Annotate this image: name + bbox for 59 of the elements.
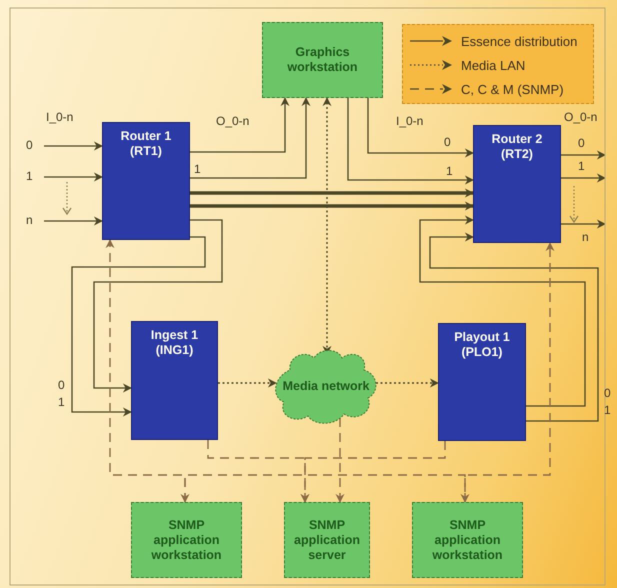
workstation-box xyxy=(262,22,383,98)
node-label: SNMP application workstation xyxy=(150,518,223,562)
connector-arrow xyxy=(190,202,474,210)
connector-arrow xyxy=(300,441,446,503)
node-label: Graphics workstation xyxy=(286,45,359,75)
port-label: 1 xyxy=(446,164,453,178)
connector-arrow xyxy=(44,216,103,226)
workstation-box xyxy=(131,502,242,578)
port-label: I_0-n xyxy=(46,110,74,124)
device-box xyxy=(438,323,526,441)
connector-arrow xyxy=(347,98,474,184)
connector-arrow xyxy=(93,219,223,392)
port-label: 1 xyxy=(26,169,33,183)
legend-text: C, C & M (SNMP) xyxy=(461,82,564,96)
connector-arrow xyxy=(44,142,103,150)
device-box xyxy=(131,321,218,440)
legend-text: Media LAN xyxy=(461,58,526,72)
port-label: I_0-n xyxy=(396,114,424,128)
workstation-box xyxy=(284,502,370,578)
legend-text: Essence distribution xyxy=(461,34,578,48)
port-label: 1 xyxy=(604,403,611,417)
port-label: O_0-n xyxy=(216,114,250,128)
node-label: Router 1 (RT1) xyxy=(120,129,172,159)
connector-arrow xyxy=(336,418,344,503)
port-label: O_0-n xyxy=(564,110,598,124)
port-label: 1 xyxy=(194,162,201,176)
port-label: 0 xyxy=(604,386,611,400)
connector-arrow xyxy=(106,239,190,503)
connector-arrow xyxy=(561,174,606,182)
port-label: 0 xyxy=(444,135,451,149)
workstation-box xyxy=(412,502,523,578)
connector-arrow xyxy=(44,172,103,182)
port-label: n xyxy=(26,213,33,227)
connector-arrow xyxy=(376,378,439,388)
device-box xyxy=(102,122,190,240)
node-label: SNMP application workstation xyxy=(431,518,504,562)
node-label: SNMP application server xyxy=(293,518,361,562)
port-label: 0 xyxy=(26,138,33,152)
connector-arrow xyxy=(190,188,474,198)
node-label: Ingest 1 (ING1) xyxy=(150,328,200,358)
connector-arrow xyxy=(218,378,277,388)
port-label: n xyxy=(582,230,589,244)
connector-arrow xyxy=(429,232,599,422)
port-label: 0 xyxy=(578,136,585,150)
port-label: 1 xyxy=(58,395,65,409)
connector-arrow xyxy=(561,150,606,160)
connector-arrow xyxy=(367,98,474,158)
connector-arrow xyxy=(561,220,606,228)
port-label: 0 xyxy=(58,378,65,392)
connector-arrow xyxy=(190,97,290,153)
device-box xyxy=(473,125,561,243)
node-label: Router 2 (RT2) xyxy=(490,132,544,162)
connector-arrow xyxy=(460,242,554,503)
connector-arrow xyxy=(419,216,586,407)
node-label: Playout 1 (PLO1) xyxy=(453,330,511,360)
port-label: 1 xyxy=(578,159,585,173)
connector-arrow xyxy=(71,236,206,416)
connector-arrow xyxy=(190,97,310,179)
node-label: Media network xyxy=(282,378,370,394)
